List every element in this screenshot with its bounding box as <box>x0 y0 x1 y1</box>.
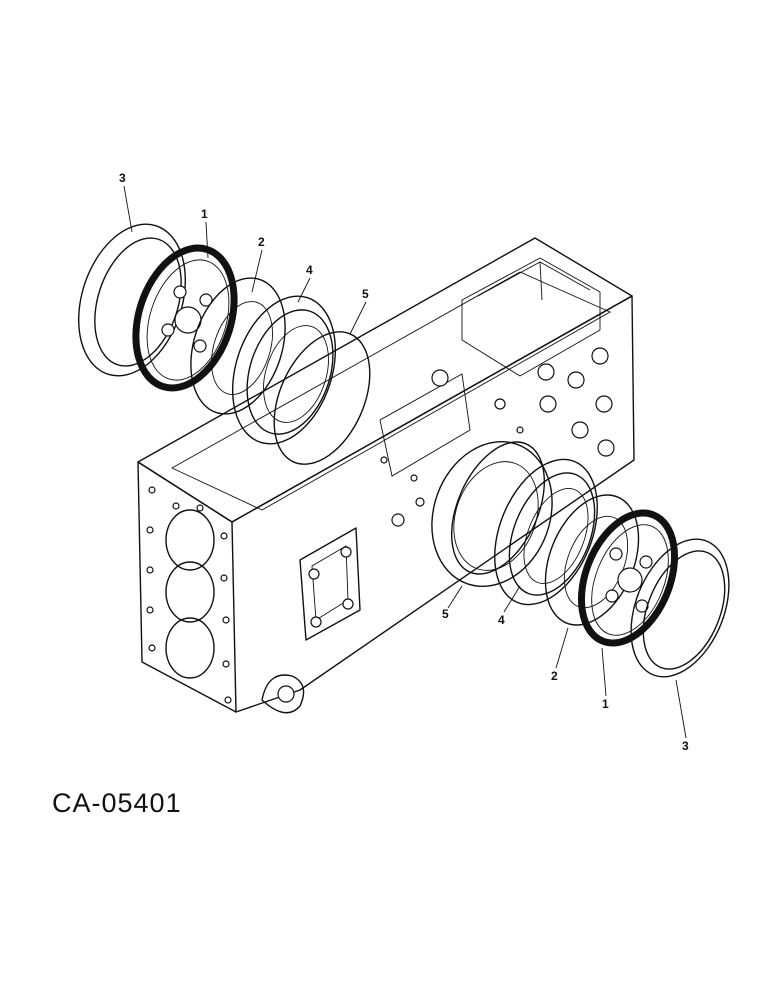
figure-code: CA-05401 <box>52 788 182 818</box>
callout-3-upper: 3 <box>119 171 126 185</box>
upper-piston-4 <box>231 295 337 445</box>
callout-4-lower: 4 <box>498 613 505 627</box>
callout-3-lower: 3 <box>682 739 689 753</box>
upper-plate-1 <box>132 244 238 392</box>
callouts: 3 1 2 4 5 5 4 2 1 3 <box>119 171 689 753</box>
upper-retainer-3 <box>77 223 187 377</box>
callout-2-upper: 2 <box>258 235 265 249</box>
callout-1-lower: 1 <box>602 697 609 711</box>
callout-5-lower: 5 <box>442 607 449 621</box>
front-bolt-holes <box>146 486 232 704</box>
lower-seal-5 <box>450 441 546 575</box>
lower-piston-4 <box>494 458 598 606</box>
callout-5-upper: 5 <box>362 287 369 301</box>
upper-disc-2 <box>190 277 286 415</box>
callout-2-lower: 2 <box>551 669 558 683</box>
lower-retainer-3 <box>630 538 730 678</box>
lower-plate-1 <box>577 509 679 647</box>
leader-lines <box>123 185 687 739</box>
callout-1-upper: 1 <box>201 207 208 221</box>
transmission-housing <box>137 237 635 714</box>
callout-4-upper: 4 <box>306 263 313 277</box>
side-bosses <box>380 347 615 527</box>
